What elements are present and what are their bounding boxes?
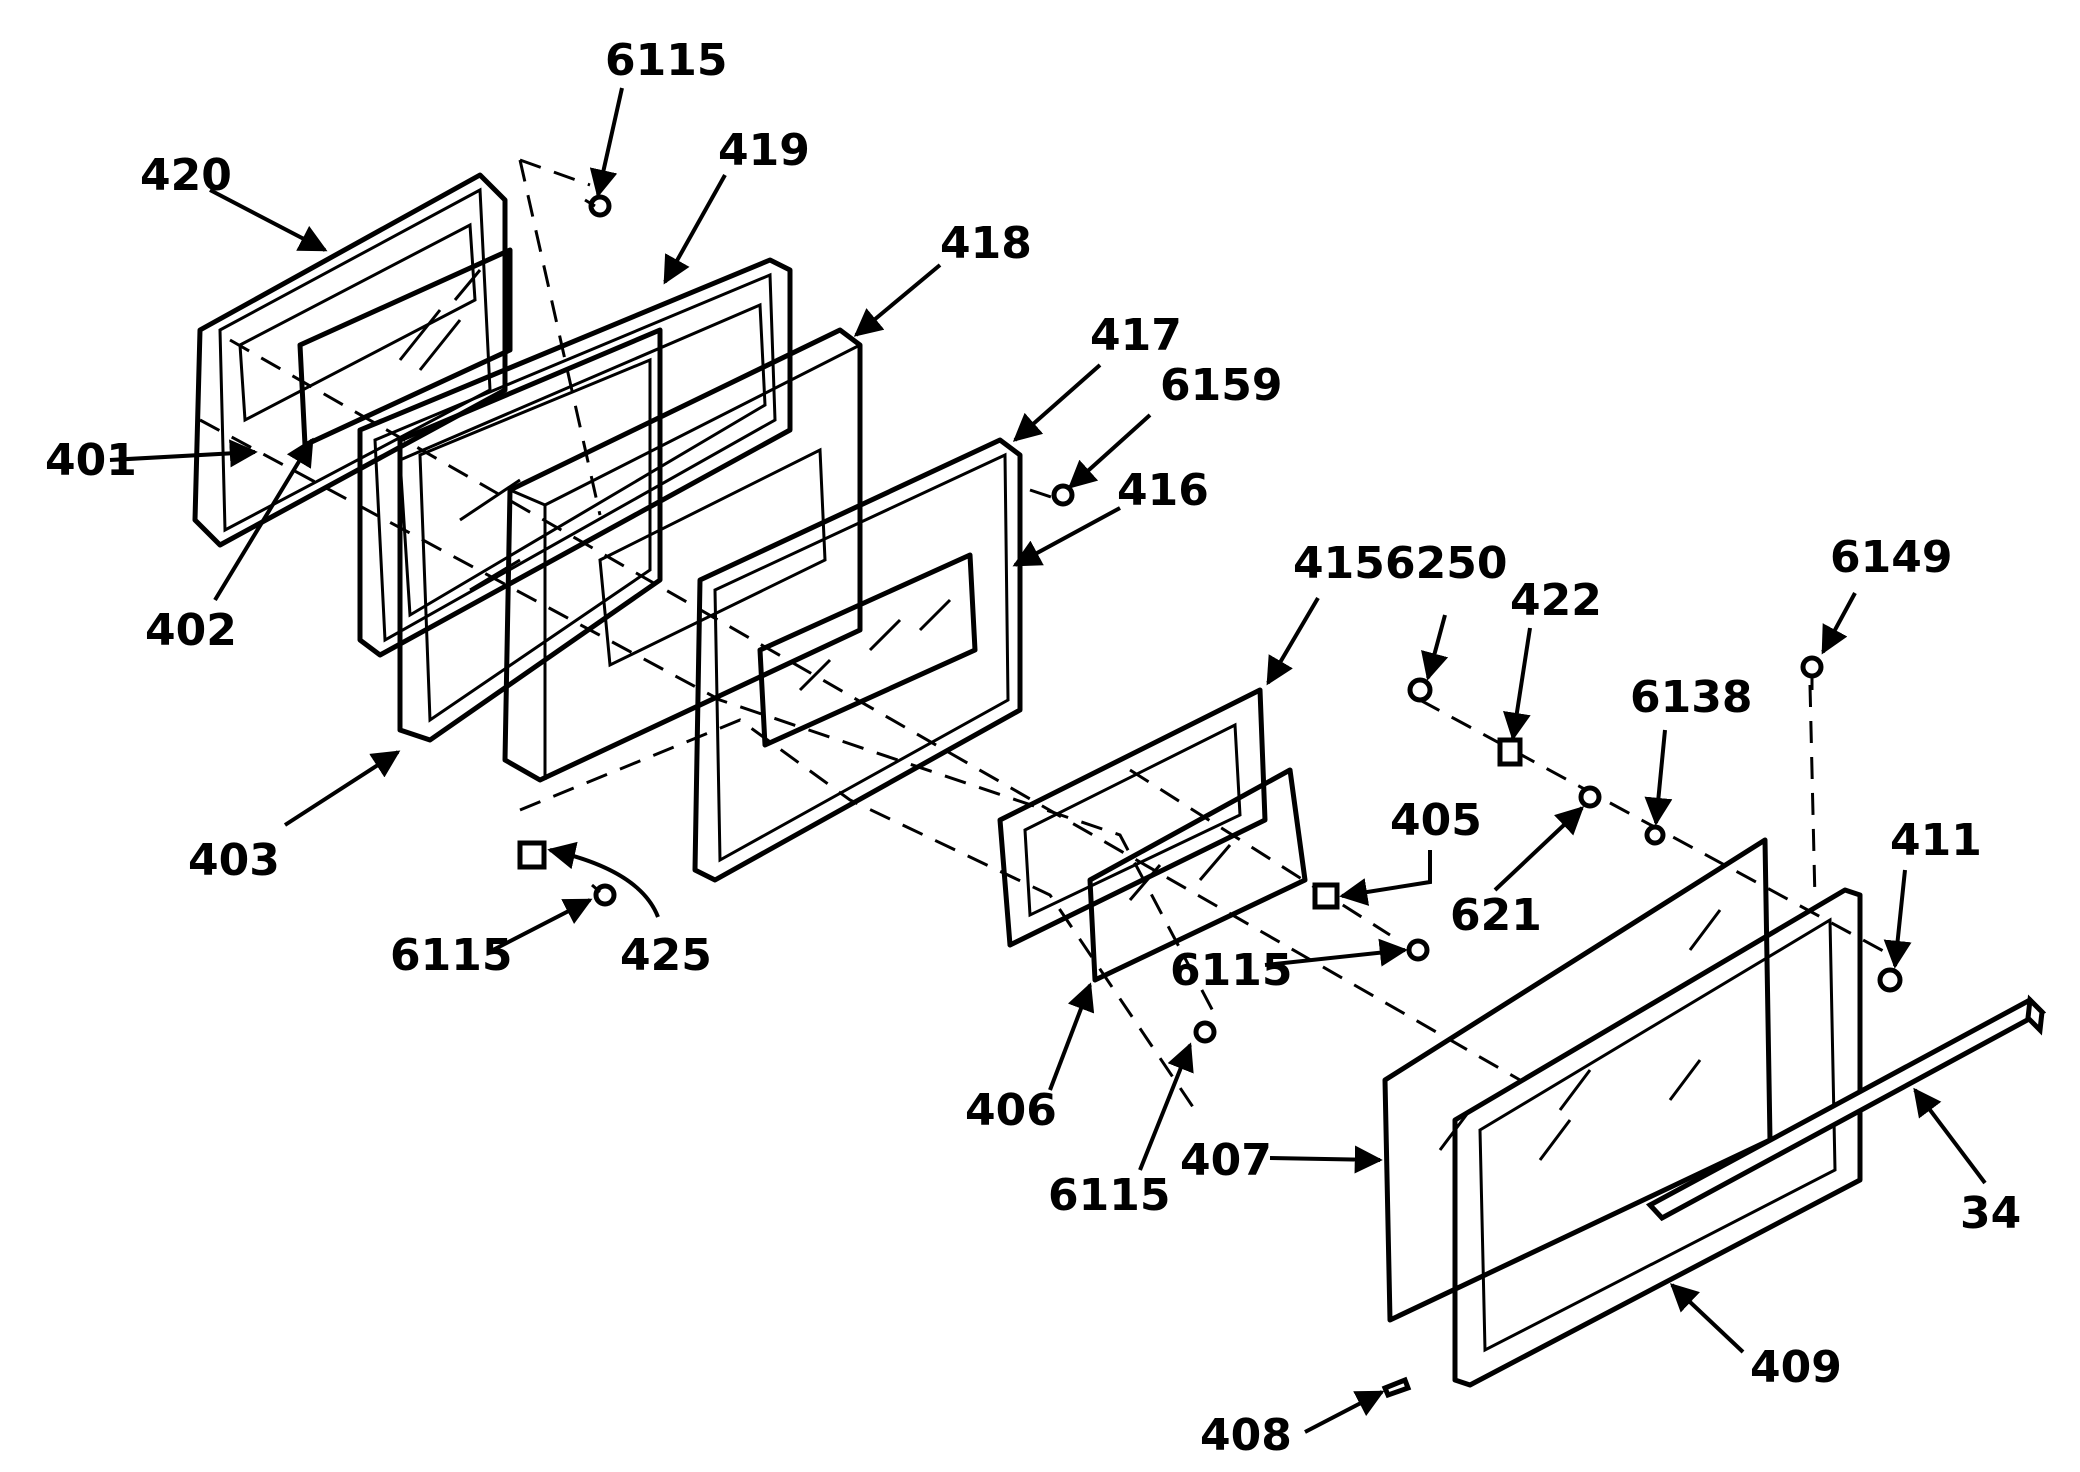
part-34-handle (1645, 994, 2047, 1222)
label-34: 34 (1960, 1188, 2021, 1239)
part-420-back-panel (192, 172, 508, 548)
label-420: 420 (140, 150, 232, 201)
label-6138: 6138 (1630, 672, 1752, 723)
part-416-inner-glass (757, 552, 978, 748)
part-419-frame (357, 257, 793, 658)
label-6115-mid: 6115 (1170, 945, 1292, 996)
label-416: 416 (1117, 465, 1209, 516)
part-402-back-glass (297, 247, 513, 448)
label-406: 406 (965, 1085, 1057, 1136)
leader-arrows (109, 87, 1987, 1434)
part-417-inner-frame (692, 437, 1023, 883)
label-417: 417 (1090, 310, 1182, 361)
label-419: 419 (718, 125, 810, 176)
label-621: 621 (1450, 890, 1542, 941)
part-403-liner-frame (397, 327, 663, 743)
label-415: 415 (1293, 538, 1385, 589)
label-6115-left: 6115 (390, 930, 512, 981)
part-407-outer-glass (1382, 837, 1773, 1323)
label-6250: 6250 (1385, 538, 1507, 589)
part-409-outer-frame (1452, 887, 1863, 1388)
label-6115-bottom: 6115 (1048, 1170, 1170, 1221)
part-415-retainer (997, 687, 1268, 948)
label-405: 405 (1390, 795, 1482, 846)
label-403: 403 (188, 835, 280, 886)
part-418-insulation (502, 327, 863, 783)
label-409: 409 (1750, 1342, 1842, 1393)
label-411: 411 (1890, 815, 1982, 866)
label-401: 401 (45, 435, 137, 486)
label-6159: 6159 (1160, 360, 1282, 411)
label-402: 402 (145, 605, 237, 656)
label-408: 408 (1200, 1410, 1292, 1461)
part-labels: 420 401 402 6115 419 418 417 6159 416 40… (45, 35, 2021, 1461)
part-406-middle-glass (1087, 767, 1308, 983)
label-6149: 6149 (1830, 532, 1952, 583)
label-6115-top: 6115 (605, 35, 727, 86)
label-407: 407 (1180, 1135, 1272, 1186)
hardware-screws-and-clips (517, 194, 1903, 1399)
label-425: 425 (620, 930, 712, 981)
label-422: 422 (1510, 575, 1602, 626)
label-418: 418 (940, 218, 1032, 269)
